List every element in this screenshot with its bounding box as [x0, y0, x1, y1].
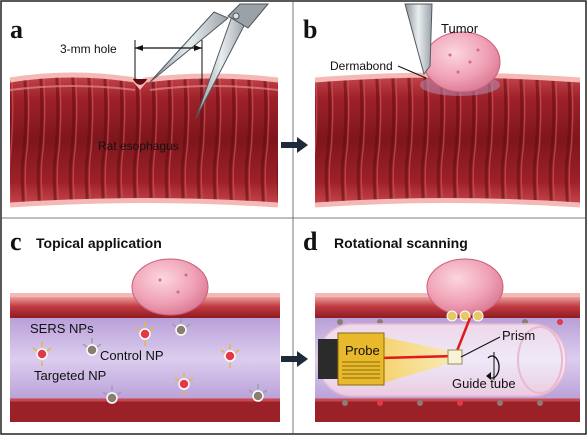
panel-d-letter: d	[303, 227, 318, 256]
hole-dimension	[134, 40, 203, 84]
targeted-np	[32, 342, 52, 366]
tumor-c	[131, 258, 209, 316]
sers-nps-label: SERS NPs	[30, 321, 94, 336]
panel-d-title: Rotational scanning	[334, 235, 468, 251]
control-np-label: Control NP	[100, 348, 164, 363]
guide-tube-label: Guide tube	[452, 376, 516, 391]
control-np	[171, 318, 191, 336]
hole-notch	[131, 78, 149, 87]
tumor-d	[426, 258, 504, 316]
probe-label: Probe	[345, 343, 380, 358]
organ-label: Rat esophagus	[98, 139, 179, 153]
panel-d: d Rotational scanning Probe Prism Guide …	[303, 227, 580, 422]
probe	[318, 332, 385, 386]
targeted-np	[220, 344, 240, 368]
scissors-a	[149, 3, 270, 119]
control-np	[82, 338, 102, 356]
targeted-np	[174, 372, 194, 396]
arrow-a-to-b	[281, 137, 308, 153]
rotation-icon	[486, 352, 500, 380]
panel-a: a 3-mm hole Rat esophagus	[9, 3, 279, 208]
glue-applicator	[404, 3, 433, 76]
prism-leader	[460, 336, 501, 358]
panel-b: b Tumor Dermabond	[303, 3, 581, 208]
control-np	[102, 386, 122, 404]
hole-label: 3-mm hole	[60, 42, 117, 56]
arrow-c-to-d	[281, 351, 308, 367]
dermabond-label: Dermabond	[330, 59, 393, 73]
panel-c: c Topical application SERS NPs Control N…	[10, 227, 280, 422]
esophagus-tube-b	[314, 72, 581, 208]
panel-b-letter: b	[303, 15, 317, 44]
nanoparticles-c	[32, 318, 268, 404]
prism	[447, 349, 463, 365]
dermabond-leader	[397, 65, 427, 79]
panel-c-title: Topical application	[36, 235, 162, 251]
targeted-np-label: Targeted NP	[34, 368, 106, 383]
panel-a-letter: a	[10, 15, 23, 44]
tumor-label: Tumor	[441, 21, 479, 36]
tumor-b	[420, 31, 501, 96]
surface-nps-d	[337, 310, 563, 406]
prism-label: Prism	[502, 328, 535, 343]
panel-c-letter: c	[10, 227, 22, 256]
esophagus-tube-a	[9, 72, 279, 208]
control-np	[248, 384, 268, 402]
targeted-np	[135, 322, 155, 346]
